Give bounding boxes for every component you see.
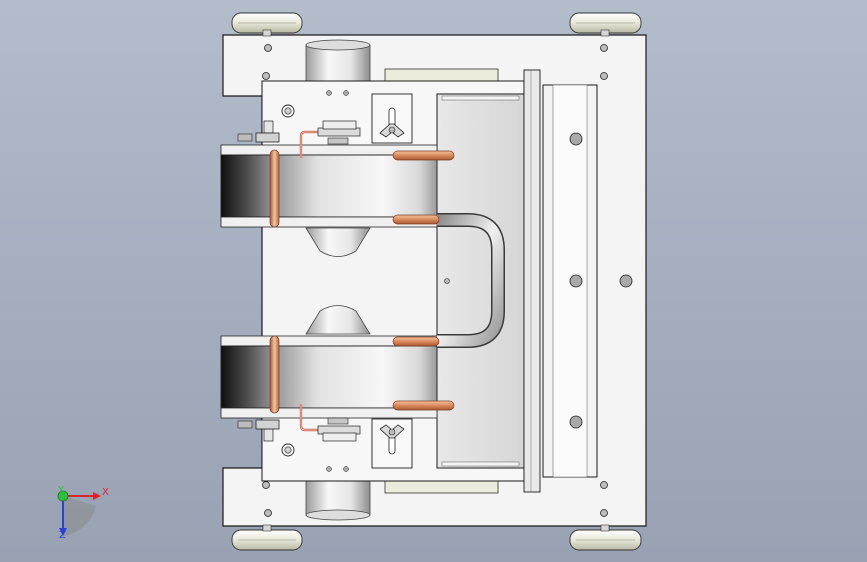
hole (619, 274, 633, 288)
hole (264, 44, 272, 52)
drum-bottom[interactable] (305, 480, 371, 521)
hole (262, 481, 270, 489)
coil-top[interactable] (220, 144, 438, 228)
copper-tube-bottom-upper[interactable] (392, 336, 440, 347)
hole (569, 274, 583, 288)
hole (600, 44, 608, 52)
drum-top[interactable] (305, 39, 371, 82)
coil-bottom[interactable] (220, 335, 438, 419)
wheel-top-right[interactable] (569, 12, 642, 37)
bus-bar-top[interactable] (317, 120, 361, 145)
wheel-bottom-right[interactable] (569, 524, 642, 551)
hole (600, 481, 608, 489)
mounting-rail-flange (523, 69, 541, 493)
hole (326, 466, 332, 472)
clamp-top[interactable] (371, 93, 413, 144)
cone-stopper-top[interactable] (305, 227, 371, 257)
hole (264, 509, 272, 517)
clamp-bottom[interactable] (371, 418, 413, 469)
copper-tube-vertical-top[interactable] (269, 149, 280, 228)
orientation-triad[interactable] (46, 478, 116, 548)
terminal-post-bottom[interactable] (237, 419, 280, 442)
hole (343, 466, 349, 472)
wheel-top-left[interactable] (231, 12, 303, 37)
z-axis-arrowhead (59, 528, 67, 536)
wheel-bottom-left[interactable] (231, 524, 303, 551)
hole (569, 132, 583, 146)
hole (326, 90, 332, 96)
hole (600, 509, 608, 517)
cone-stopper-bottom[interactable] (305, 305, 371, 335)
copper-tube-bottom-lower[interactable] (392, 400, 455, 411)
copper-tube-top-lower[interactable] (392, 214, 440, 225)
guide-slot-bottom (384, 480, 499, 494)
mounting-rail-inner[interactable] (436, 93, 525, 469)
terminal-post-top[interactable] (237, 120, 280, 143)
x-axis-arrowhead (93, 492, 101, 500)
copper-tube-vertical-bottom[interactable] (269, 335, 280, 414)
mounting-holes (262, 44, 608, 517)
connector-wire-top (299, 130, 330, 158)
connector-wire-bottom (299, 404, 330, 432)
u-bend-pipe[interactable] (437, 213, 505, 348)
x-axis-label: X (102, 487, 109, 498)
hole (444, 278, 450, 284)
bus-bar-bottom[interactable] (317, 417, 361, 442)
y-axis-label: Y (58, 485, 65, 496)
hole (600, 72, 608, 80)
copper-tube-top-upper[interactable] (392, 150, 455, 161)
hole (284, 107, 292, 115)
hole (569, 415, 583, 429)
y-axis-dot (57, 490, 69, 502)
hole (284, 446, 292, 454)
hole (343, 90, 349, 96)
hole (262, 72, 270, 80)
mounting-rail-outer[interactable] (542, 84, 598, 478)
z-axis-label: Z (59, 530, 66, 541)
guide-slot-top (384, 68, 499, 82)
